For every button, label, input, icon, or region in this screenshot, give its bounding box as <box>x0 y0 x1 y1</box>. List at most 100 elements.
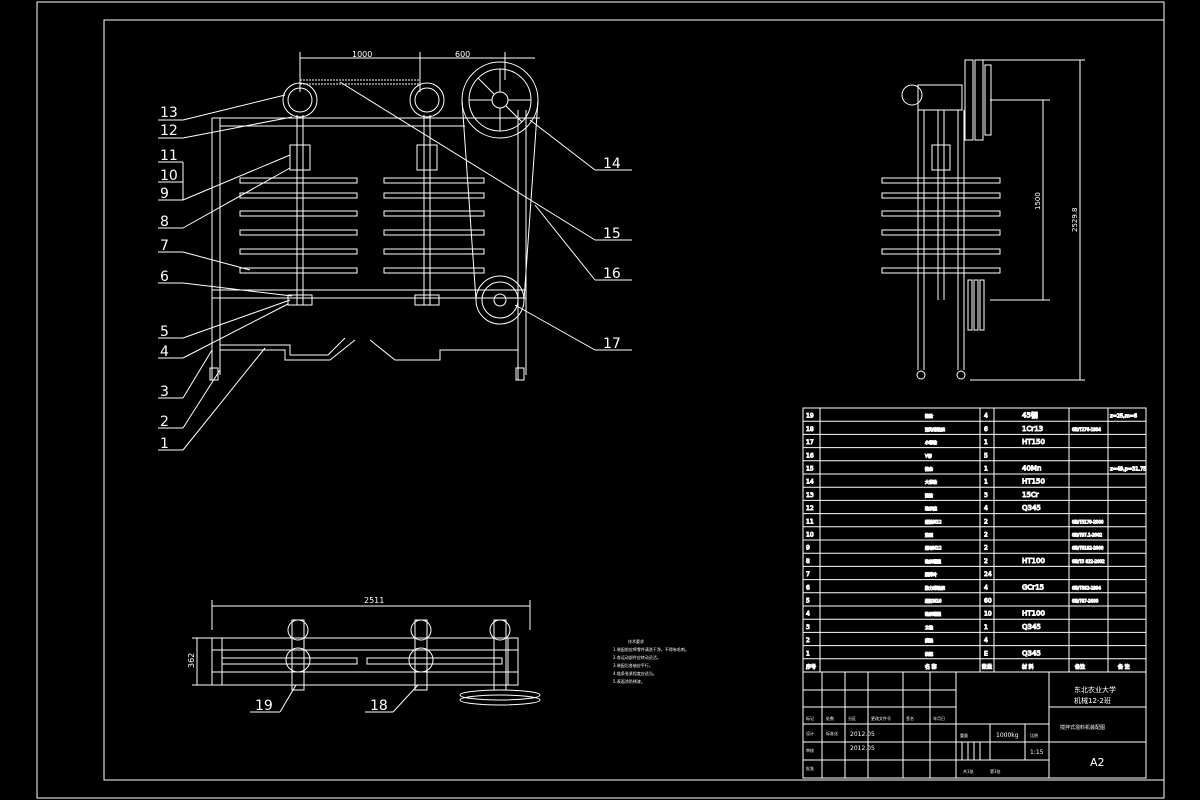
bom-row-qty: 5 <box>984 452 988 459</box>
bom-header-name: 名 称 <box>925 664 937 671</box>
bom-row-qty: 4 <box>984 584 988 591</box>
bom-row-material: 1Cr13 <box>1022 425 1043 433</box>
bom-row-no: 11 <box>806 518 814 525</box>
notes-heading: 技术要求 <box>628 638 644 644</box>
bom-row-qty: 2 <box>984 545 988 552</box>
sheet-size: A2 <box>1090 756 1105 769</box>
bom-row-no: 14 <box>806 479 814 486</box>
bom-row-no: 16 <box>806 452 814 459</box>
bom-row-no: 17 <box>806 439 814 446</box>
bom-row-name: 垫圈 <box>925 532 933 538</box>
bom-row-no: 1 <box>806 650 810 657</box>
bom-row-no: 9 <box>806 545 810 552</box>
school-name: 东北农业大学 <box>1074 685 1116 694</box>
bom-row-no: 5 <box>806 598 810 605</box>
leaders-right <box>339 81 632 351</box>
paddles-left <box>239 177 358 274</box>
bom-row-name: 深沟球轴承 <box>925 426 945 432</box>
bom-row-material: Q345 <box>1022 649 1041 657</box>
sprocket-mid <box>409 82 445 118</box>
bom-row-no: 4 <box>806 611 810 618</box>
bom-row-name: 推力球轴承 <box>925 584 945 590</box>
dim-362: 362 <box>187 653 196 668</box>
bom-row-material: HT150 <box>1022 438 1045 446</box>
mark-label: 标记 <box>806 715 814 721</box>
side-view <box>881 59 1085 381</box>
bom-row-note-b: z=25,m=6 <box>1110 414 1137 420</box>
date-1: 2012.05 <box>850 731 875 738</box>
bom-row-name: 搅拌叶 <box>925 571 937 577</box>
scale-label: 比例 <box>1030 732 1038 738</box>
bom-row-name: 大带轮 <box>925 479 937 485</box>
bom-row-qty: 1 <box>984 624 988 631</box>
bom-row-name: 螺母M12 <box>925 545 942 551</box>
callout-12: 12 <box>160 123 178 139</box>
callout-5: 5 <box>160 324 169 340</box>
bom-row-material: 45钢 <box>1022 411 1038 420</box>
bom-row-no: 2 <box>806 637 810 644</box>
bom-row-name: 立轴 <box>925 624 933 630</box>
drawing-title: 搅拌式混料机装配图 <box>1060 724 1105 731</box>
callout-2: 2 <box>160 414 169 430</box>
bom-row-no: 7 <box>806 571 810 578</box>
bom-header-no: 序号 <box>806 664 816 671</box>
bom-row-qty: 2 <box>984 532 988 539</box>
bom-row-qty: 10 <box>984 611 992 618</box>
bom-row-material: HT150 <box>1022 478 1045 486</box>
bom-row-material: GCr15 <box>1022 583 1044 591</box>
dim-2511: 2511 <box>364 596 384 605</box>
weight-value: 1000kg <box>996 732 1019 739</box>
bom-row-name: 横梁 <box>925 637 933 643</box>
bom-row-name: 螺钉M10 <box>925 598 942 604</box>
bom-row-material: HT100 <box>1022 557 1045 565</box>
bom-row-note-a: GB/T5 822-2002 <box>1072 559 1105 564</box>
leaders-left <box>158 94 293 451</box>
weight-label: 重量 <box>960 732 968 738</box>
inner-border <box>103 19 1165 781</box>
change-label: 更改文件号 <box>871 715 891 721</box>
bom-row-qty: 4 <box>984 505 988 512</box>
bom-row-no: 19 <box>806 413 814 420</box>
note-line-3: 3.装配后各轴应平行。 <box>613 662 653 668</box>
bom-row-no: 18 <box>806 426 814 433</box>
bom-row-name: 螺栓M12 <box>925 518 942 524</box>
dim-600: 600 <box>455 50 470 59</box>
bom-row-qty: 24 <box>984 571 992 578</box>
bom-row-name: 小带轮 <box>925 439 937 445</box>
paddles-right <box>383 177 485 274</box>
callout-4: 4 <box>160 344 169 360</box>
bom-row-no: 3 <box>806 624 810 631</box>
bom-row-material: 40Mn <box>1022 465 1041 473</box>
bom-row-qty: 2 <box>984 518 988 525</box>
note-line-4: 4.链条张紧程度应适当。 <box>613 670 657 676</box>
bom-row-no: 6 <box>806 584 810 591</box>
bom-row-qty: 4 <box>984 413 988 420</box>
callout-16: 16 <box>603 266 621 282</box>
designer-label: 设计 <box>806 730 814 736</box>
bom-row-name: 轴承座 <box>925 505 937 511</box>
tech-notes: 技术要求 1.装配前应将零件清洗干净，不得有毛刺。 2.各运动部件应转动灵活。 … <box>613 638 689 684</box>
bom-row-qty: 1 <box>984 466 988 473</box>
sheet-info-a: 共1张 <box>963 768 974 774</box>
ymd-label: 年月日 <box>933 715 945 721</box>
dim-1000: 1000 <box>352 50 372 59</box>
bom-row-material: Q345 <box>1022 623 1041 631</box>
bom-row-note-a: GB/T5170-2000 <box>1072 519 1104 524</box>
bom-row-name: 轴承端盖 <box>925 611 941 617</box>
bom-row-note-a: GB/T97.1-2002 <box>1072 533 1103 538</box>
callout-17: 17 <box>603 336 621 352</box>
bom-row-name: 链轮 <box>925 492 933 498</box>
partition-label: 分区 <box>848 715 856 721</box>
bom-row-material: Q345 <box>1022 504 1041 512</box>
plan-view <box>192 600 541 713</box>
bom-row-qty: 2 <box>984 558 988 565</box>
bom-row-no: 10 <box>806 532 814 539</box>
bom-row-qty: 4 <box>984 637 988 644</box>
class-name: 机械12-2班 <box>1074 696 1111 705</box>
callout-10: 10 <box>160 168 178 184</box>
callout-7: 7 <box>160 238 169 254</box>
bom-row-material: HT100 <box>1022 610 1045 618</box>
bom-row-name: 机架 <box>925 650 933 656</box>
bom-header-note-a: 备注 <box>1075 664 1085 671</box>
